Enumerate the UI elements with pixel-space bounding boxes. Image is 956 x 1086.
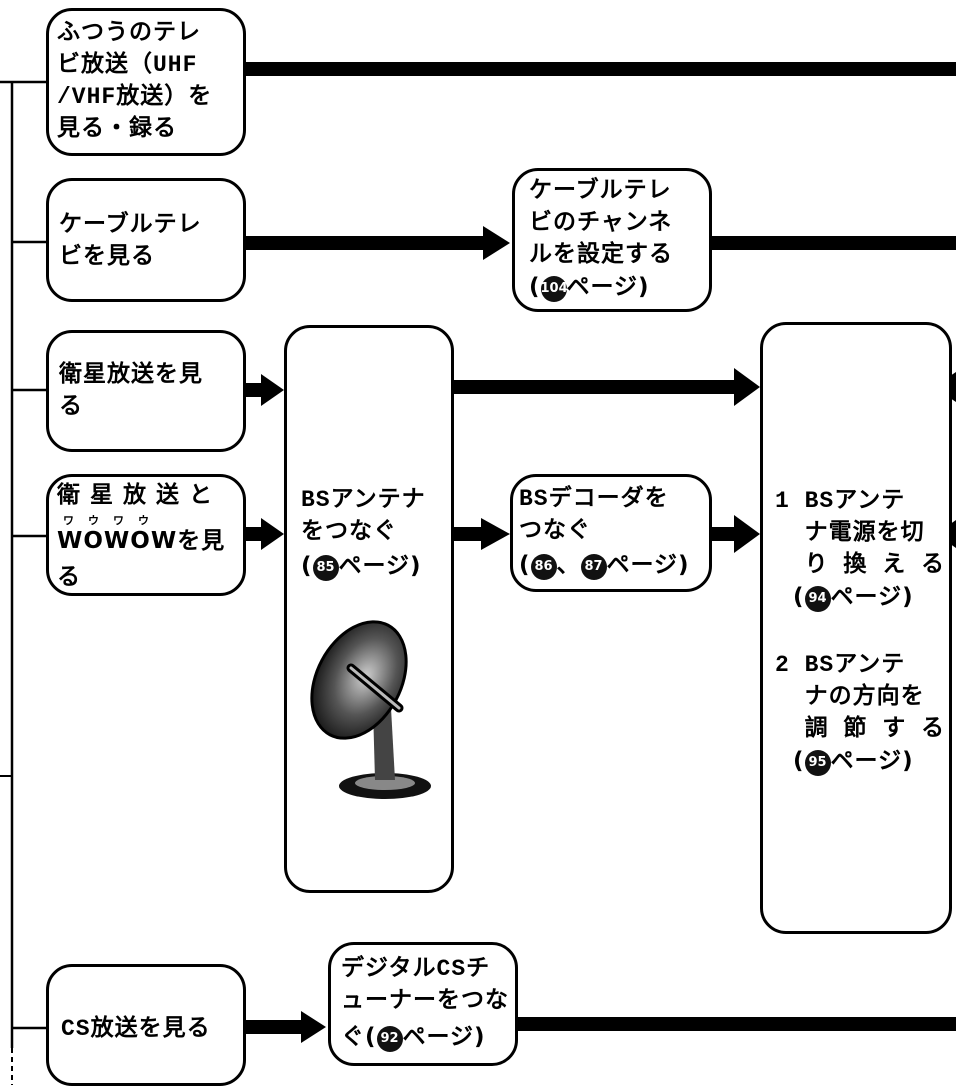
satellite-box: 衛星放送を見 る — [46, 330, 246, 452]
cs-box: CS放送を見る — [46, 964, 246, 1086]
sat-arrow — [261, 374, 284, 406]
wowow-line3: る — [57, 564, 81, 590]
cable-tv-text: ケーブルテレ ビを見る — [59, 212, 202, 270]
wowow-box: 衛 星 放 送 と ワウワウ WOWOWを見 る — [46, 474, 246, 596]
uhf-vhf-text: ふつうのテレ ビ放送（UHF /VHF放送）を 見る・録る — [57, 20, 213, 142]
bs-setup-step1: 1 BSアンテ ナ電源を切 り 換 え る — [775, 488, 946, 578]
wowow-line1: 衛 星 放 送 と — [57, 482, 214, 508]
uhf-vhf-box: ふつうのテレ ビ放送（UHF /VHF放送）を 見る・録る — [46, 8, 246, 156]
cable-channel-text: ケーブルテレ ビのチャンネ ルを設定する — [529, 178, 673, 268]
satellite-text: 衛星放送を見 る — [59, 362, 203, 420]
page-number-badge: 85 — [312, 555, 339, 581]
uhf-flow-line — [243, 62, 956, 76]
satellite-dish-icon — [310, 620, 431, 799]
wowow-ruby: ワウワウ — [63, 514, 163, 527]
page-number-badge: 94 — [804, 586, 831, 612]
sat-bypass-arrow — [734, 368, 760, 406]
page-number-badge: 104 — [540, 276, 568, 302]
page-number-badge: 95 — [804, 750, 831, 776]
page-number-badge: 92 — [376, 1026, 403, 1052]
cable-channel-page-ref: (104ページ) — [529, 274, 650, 302]
setup-arrow — [734, 515, 760, 553]
wowow-arrow — [261, 518, 284, 550]
wowow-line2: WOWOWを見 — [57, 528, 226, 554]
page-number-badge: 86 — [530, 554, 557, 580]
bs-setup-step2: 2 BSアンテ ナの方向を 調 節 す る — [775, 652, 946, 742]
sat-flow-line — [453, 380, 736, 394]
cable-channel-box: ケーブルテレ ビのチャンネ ルを設定する (104ページ) — [512, 168, 712, 312]
page-number-badge: 87 — [580, 554, 607, 580]
cs-arrow — [301, 1011, 326, 1043]
bs-antenna-text: BSアンテナ をつなぐ — [301, 487, 426, 545]
cs-flow-line — [518, 1017, 956, 1031]
bs-decoder-text: BSデコーダを つなぐ — [519, 486, 669, 544]
cs-text: CS放送を見る — [61, 1016, 211, 1042]
cable-tv-box: ケーブルテレ ビを見る — [46, 178, 246, 302]
cable-channel-flow-line — [712, 236, 956, 250]
cs-tuner-text: デジタルCSチ ューナーをつな — [341, 956, 509, 1014]
decoder-arrow — [481, 518, 510, 550]
cable-flow-line — [243, 236, 483, 250]
cable-arrow — [483, 226, 510, 260]
